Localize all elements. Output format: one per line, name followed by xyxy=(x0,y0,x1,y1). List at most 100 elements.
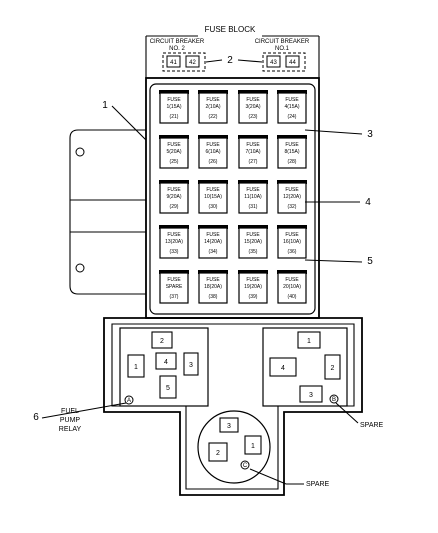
fuse-rating: 16(10A) xyxy=(283,239,301,245)
breaker-1-outline xyxy=(262,52,306,72)
fuse-cavity: (26) xyxy=(209,159,218,165)
fuse-cavity: (21) xyxy=(170,114,179,120)
relay-b-terminal-2 xyxy=(324,354,341,380)
fuse-rating: 19(20A) xyxy=(244,284,262,290)
fuse-name: FUSE xyxy=(167,232,181,238)
relay-b-terminal-1-label: 1 xyxy=(307,338,311,345)
relay-a-marker xyxy=(124,395,134,405)
fuse-body xyxy=(238,137,268,169)
fuse-cavity: (22) xyxy=(209,114,218,120)
fuse-cap xyxy=(198,180,228,184)
fuel-pump-relay-label-line1: FUEL xyxy=(61,408,79,415)
fuse-rating: 14(20A) xyxy=(204,239,222,245)
breaker-slot-42-label: 42 xyxy=(189,60,196,66)
bracket-hole-bottom xyxy=(75,263,85,273)
fuse-cap xyxy=(277,225,307,229)
fuse-body xyxy=(277,92,307,124)
breaker-1-label-line1: CIRCUIT BREAKER xyxy=(255,39,310,45)
fuse-cavity: (25) xyxy=(170,159,179,165)
fuse-name: FUSE xyxy=(246,232,260,238)
fuse-name: FUSE xyxy=(246,277,260,283)
relay-c-terminal-2 xyxy=(208,442,228,462)
callout-1: 1 xyxy=(102,100,108,111)
fuse-rating: 6(10A) xyxy=(205,149,220,155)
fuse-name: FUSE xyxy=(285,187,299,193)
fuse-rating: 1(15A) xyxy=(166,104,181,110)
fuse-name: FUSE xyxy=(206,97,220,103)
fuse-rating: 13(20A) xyxy=(165,239,183,245)
fuse-cap xyxy=(159,90,189,94)
fuse-cavity: (35) xyxy=(249,249,258,255)
relay-a-terminal-5 xyxy=(159,375,177,399)
breaker-1-label-line2: NO.1 xyxy=(275,46,290,52)
callout-4: 4 xyxy=(365,197,371,208)
fuse-rating: 18(20A) xyxy=(204,284,222,290)
mounting-bracket xyxy=(69,129,146,295)
fuse-cavity: (23) xyxy=(249,114,258,120)
fuse-name: FUSE xyxy=(167,142,181,148)
breaker-slot-41 xyxy=(166,55,181,68)
relay-c-terminal-1 xyxy=(244,435,262,455)
fuse-cap xyxy=(198,225,228,229)
breaker-2-outline xyxy=(162,52,206,72)
fuse-rating: 3(20A) xyxy=(245,104,260,110)
fuse-rating: 11(10A) xyxy=(244,194,262,200)
fuse-cavity: (30) xyxy=(209,204,218,210)
fuse-cavity: (33) xyxy=(170,249,179,255)
fuse-body xyxy=(238,272,268,304)
relay-c-marker xyxy=(240,460,250,470)
callout-5-leader xyxy=(304,259,363,263)
fuse-body xyxy=(238,92,268,124)
fuse-cap xyxy=(159,270,189,274)
fuse-body xyxy=(198,92,228,124)
breaker-slot-43 xyxy=(266,55,281,68)
fuse-body xyxy=(198,137,228,169)
fuse-cap xyxy=(277,135,307,139)
fuse-body xyxy=(159,137,189,169)
fuse-cap xyxy=(159,135,189,139)
fuse-cap xyxy=(277,270,307,274)
spare-bottom-label: SPARE xyxy=(306,481,330,488)
fuse-name: FUSE xyxy=(285,277,299,283)
fuse-body xyxy=(159,227,189,259)
fuse-cap xyxy=(159,225,189,229)
fuse-body xyxy=(277,182,307,214)
fuse-rating: SPARE xyxy=(166,284,183,290)
fuse-cavity: (29) xyxy=(170,204,179,210)
relay-c-terminal-1-label: 1 xyxy=(251,443,255,450)
callout-2-leader-left xyxy=(205,59,223,63)
relay-a-terminal-1-label: 1 xyxy=(134,364,138,371)
fuel-pump-relay-label-line2: PUMP xyxy=(60,417,81,424)
fuse-cavity: (38) xyxy=(209,294,218,300)
relay-b-frame xyxy=(262,327,348,407)
breaker-slot-42 xyxy=(185,55,200,68)
fuse-cap xyxy=(238,180,268,184)
fuse-cavity: (28) xyxy=(288,159,297,165)
relay-c-marker-label: C xyxy=(243,463,248,469)
fuse-body xyxy=(238,227,268,259)
spare-bottom-leader-a xyxy=(249,468,287,485)
relay-a-terminal-5-label: 5 xyxy=(166,385,170,392)
callout-6-leader xyxy=(41,402,127,419)
fuse-body xyxy=(159,272,189,304)
fuse-rating: 9(20A) xyxy=(166,194,181,200)
breaker-2-label-line2: NO. 2 xyxy=(169,46,185,52)
fuse-rating: 15(20A) xyxy=(244,239,262,245)
relay-a-frame xyxy=(119,327,209,407)
relay-b-marker-label: B xyxy=(332,397,336,403)
callout-3: 3 xyxy=(367,129,373,140)
callout-1-leader xyxy=(111,105,147,141)
spare-right-label: SPARE xyxy=(360,422,384,429)
relay-a-terminal-2-label: 2 xyxy=(160,338,164,345)
fuse-rating: 8(15A) xyxy=(284,149,299,155)
relay-b-terminal-2-label: 2 xyxy=(331,365,335,372)
fuse-rating: 12(20A) xyxy=(283,194,301,200)
